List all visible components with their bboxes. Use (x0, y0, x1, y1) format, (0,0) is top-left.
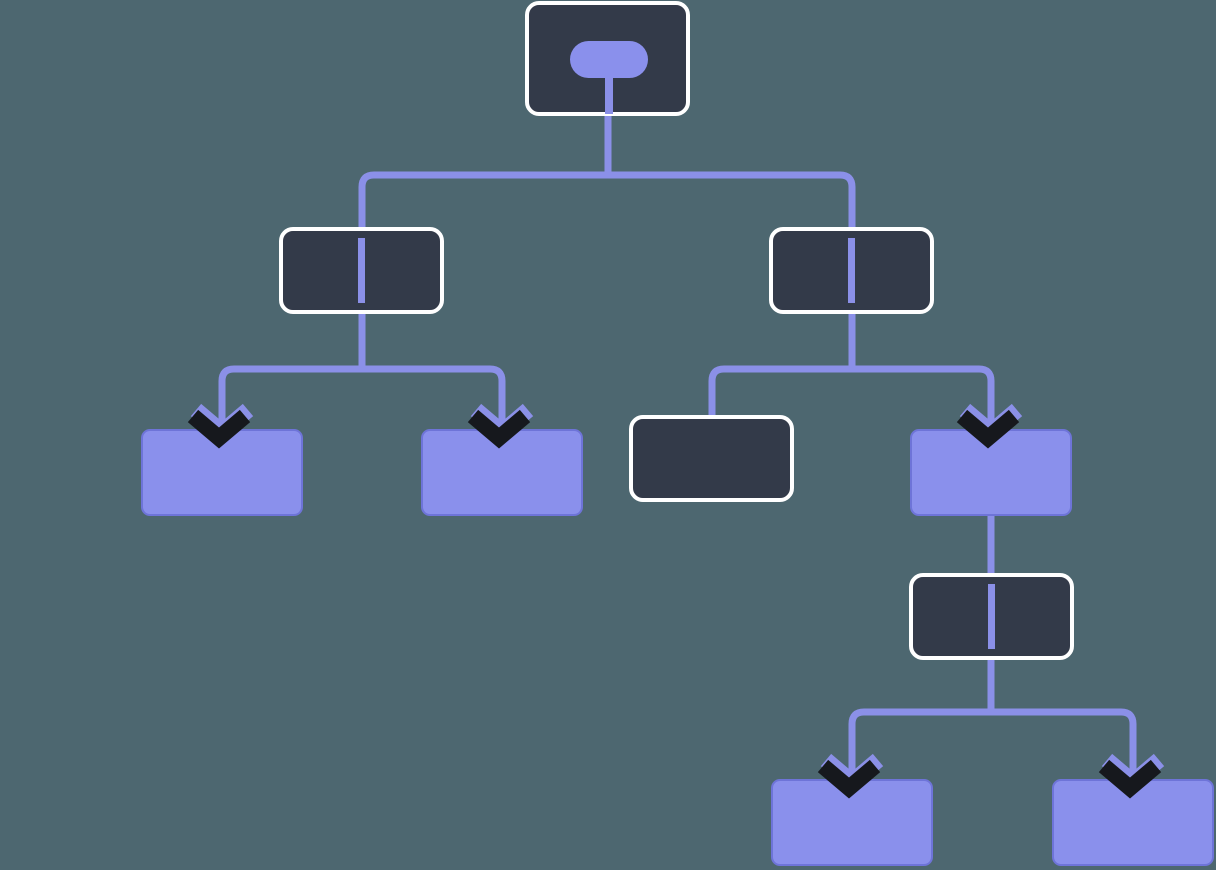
arrowheads-layer (187, 403, 1165, 799)
root-node-stem-icon (605, 72, 613, 114)
level2-left-node[interactable] (279, 227, 444, 314)
level3-node-c-box[interactable] (629, 415, 794, 502)
arrowhead-node-b-dark-chevron-icon (467, 409, 531, 449)
arrowhead-node-a (187, 403, 254, 449)
root-node-pill-icon (570, 41, 648, 78)
arrowhead-node-b (467, 403, 534, 449)
edge-level2-left-to-node-b[interactable] (358, 312, 506, 432)
nodes-layer (141, 1, 1214, 866)
level2-right-node[interactable] (769, 227, 934, 314)
level4-node[interactable] (909, 573, 1074, 660)
root-node[interactable] (525, 1, 690, 116)
edge-level2-right-to-node-c[interactable] (708, 312, 856, 417)
arrowhead-level5-node-a-dark-chevron-icon (817, 759, 881, 799)
edge-root-to-level2-left[interactable] (358, 114, 612, 229)
level2-right-node-inner-bar-icon (848, 238, 855, 303)
edge-level4-to-node-b[interactable] (987, 658, 1137, 782)
edges-layer (218, 114, 1137, 782)
arrowhead-level5-node-b (1098, 753, 1165, 799)
edge-level2-left-to-node-a[interactable] (218, 312, 366, 432)
arrowhead-node-d (956, 403, 1023, 449)
level3-node-c[interactable] (629, 415, 794, 502)
arrowhead-node-a-dark-chevron-icon (187, 409, 251, 449)
arrowhead-level5-node-a (817, 753, 884, 799)
edge-level4-to-node-a[interactable] (848, 658, 995, 782)
level2-left-node-inner-bar-icon (358, 238, 365, 303)
level4-node-inner-bar-icon (988, 584, 995, 649)
arrowhead-level5-node-b-dark-chevron-icon (1098, 759, 1162, 799)
edge-root-to-level2-right[interactable] (604, 114, 856, 229)
arrowhead-node-d-dark-chevron-icon (956, 409, 1020, 449)
edge-level2-right-to-node-d[interactable] (848, 312, 995, 432)
